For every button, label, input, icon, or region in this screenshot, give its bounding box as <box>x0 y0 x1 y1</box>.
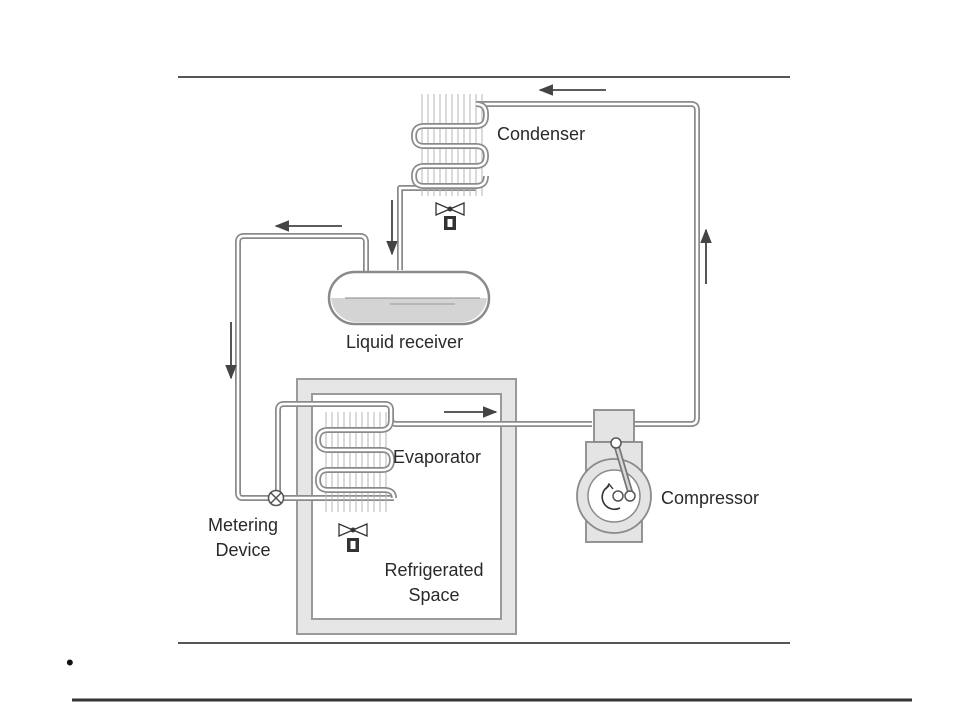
compressor-label: Compressor <box>661 488 759 508</box>
metering-device-label-line2: Device <box>215 540 270 560</box>
refrigerant-piping <box>235 101 700 501</box>
evaporator-fan-icon <box>338 523 368 552</box>
bullet-point: • <box>66 650 74 675</box>
refrigerated-space-box <box>296 378 517 635</box>
flow-arrows <box>225 84 712 418</box>
condenser-label: Condenser <box>497 124 585 144</box>
refrigerated-space-label-line1: Refrigerated <box>384 560 483 580</box>
refrigerated-space-label-line2: Space <box>408 585 459 605</box>
metering-device-label-line1: Metering <box>208 515 278 535</box>
compressor-unit <box>576 409 652 543</box>
evaporator-coil <box>314 412 397 512</box>
metering-device-valve <box>267 489 285 507</box>
liquid-receiver-label: Liquid receiver <box>346 332 463 352</box>
liquid-receiver-tank <box>327 270 491 326</box>
condenser-fan-icon <box>435 202 465 230</box>
condenser-coil <box>410 94 490 196</box>
evaporator-label: Evaporator <box>393 447 481 467</box>
